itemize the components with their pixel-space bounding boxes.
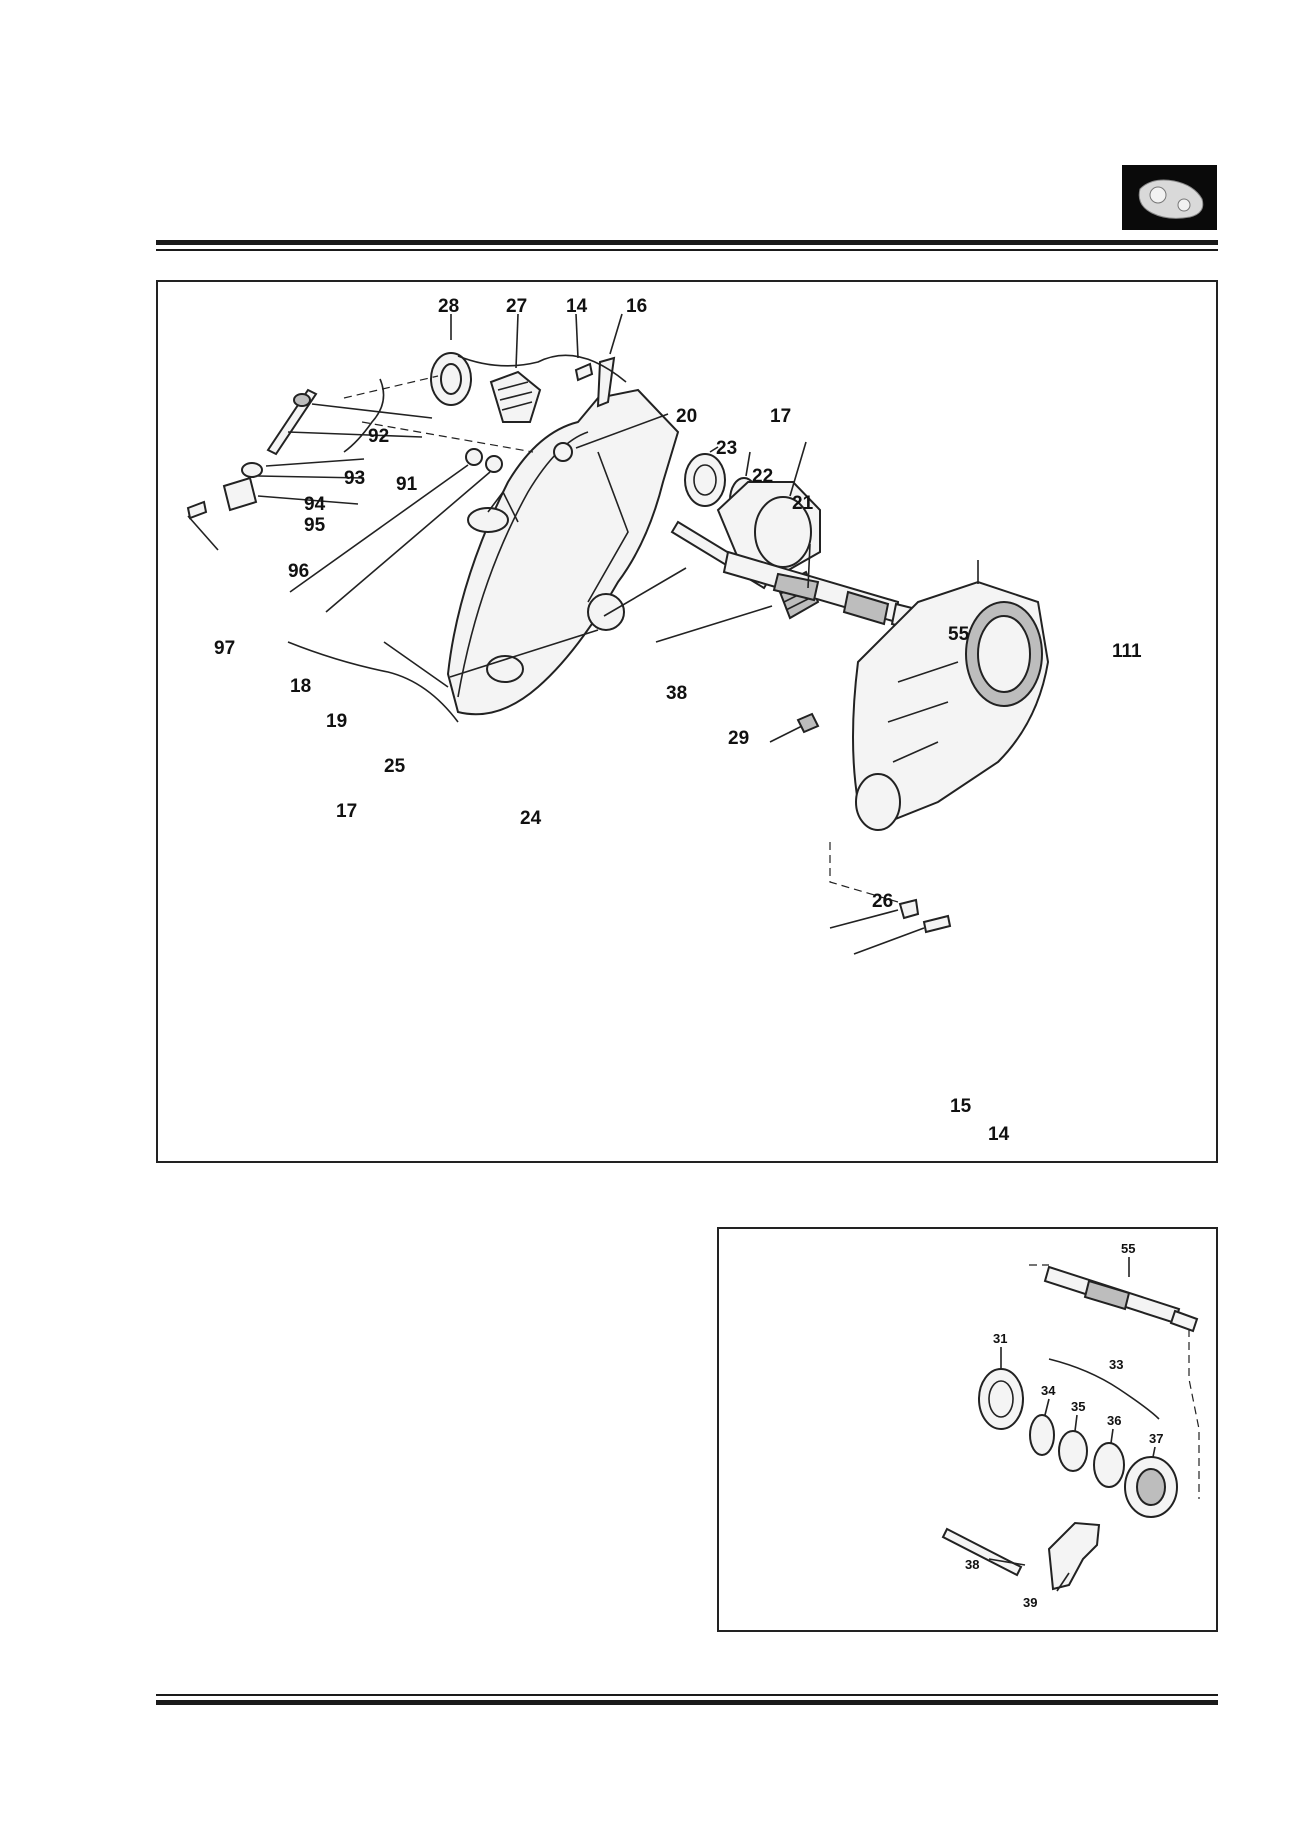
callout-14: 14 (566, 296, 588, 317)
output-shaft-55 (722, 550, 930, 634)
callout-26: 26 (872, 891, 893, 912)
detent-26 (796, 712, 820, 734)
inset-fork-39 (1047, 1521, 1101, 1591)
inset-ring-36 (1093, 1442, 1125, 1488)
callout-14-lower: 14 (988, 1124, 1010, 1145)
front-housing-25 (446, 388, 680, 716)
callout-24: 24 (520, 808, 542, 829)
callout-38: 38 (666, 683, 687, 704)
inset-diagram: 55 31 33 34 35 36 37 38 39 (717, 1227, 1218, 1632)
callout-20: 20 (676, 406, 697, 427)
callout-92: 92 (368, 426, 389, 447)
bearing-23 (684, 453, 726, 507)
inset-callout-36: 36 (1107, 1413, 1121, 1428)
header-rule (156, 240, 1218, 245)
inset-circlip-34 (1029, 1414, 1055, 1456)
nut-20 (553, 442, 573, 462)
callout-22: 22 (752, 466, 773, 487)
callout-94: 94 (304, 494, 326, 515)
dowel-18 (465, 448, 483, 466)
rear-housing-111 (852, 580, 1050, 831)
callout-111: 111 (1112, 641, 1142, 662)
inset-callout-38: 38 (965, 1557, 979, 1572)
callout-97: 97 (214, 638, 235, 659)
dowel-19 (485, 455, 503, 473)
callout-96: 96 (288, 561, 309, 582)
clip-15 (898, 898, 920, 920)
inset-hub-35 (1058, 1430, 1088, 1472)
footer-rule (156, 1700, 1218, 1705)
callout-17-bottom: 17 (336, 801, 357, 822)
inset-callout-37: 37 (1149, 1431, 1163, 1446)
callout-21: 21 (792, 493, 814, 514)
bolt-14 (574, 362, 594, 382)
inset-callout-35: 35 (1071, 1399, 1085, 1414)
inset-callout-39: 39 (1023, 1595, 1037, 1610)
inset-callout-31: 31 (993, 1331, 1007, 1346)
callout-19: 19 (326, 711, 347, 732)
inset-bearing-31 (978, 1368, 1024, 1430)
callout-95: 95 (304, 515, 326, 536)
callout-29: 29 (728, 728, 749, 749)
inset-sleeve-37 (1124, 1456, 1178, 1518)
speedo-gear-27 (489, 370, 542, 423)
callout-25: 25 (384, 756, 406, 777)
footer-rule-thin (156, 1694, 1218, 1696)
inset-callout-33: 33 (1109, 1357, 1123, 1372)
callout-55: 55 (948, 624, 970, 645)
exploded-diagram: 28 27 14 16 20 17 23 22 21 92 93 91 94 9… (156, 280, 1218, 1163)
callout-18: 18 (290, 676, 311, 697)
section-thumbnail-icon (1122, 165, 1217, 230)
bush-24 (587, 593, 625, 631)
callout-23: 23 (716, 438, 737, 459)
callout-17-top: 17 (770, 406, 791, 427)
inset-shaft-38 (941, 1527, 1023, 1577)
inset-callout-34: 34 (1041, 1383, 1056, 1398)
speedo-pinion-assembly (186, 388, 318, 520)
callout-27: 27 (506, 296, 527, 317)
bolt-14b (922, 914, 952, 934)
callout-15: 15 (950, 1096, 972, 1117)
header-rule-thin (156, 249, 1218, 251)
callout-91: 91 (396, 474, 418, 495)
callout-28: 28 (438, 296, 459, 317)
inset-callout-55: 55 (1121, 1241, 1135, 1256)
inset-output-shaft-55 (1043, 1265, 1199, 1333)
callout-93: 93 (344, 468, 365, 489)
callout-16: 16 (626, 296, 647, 317)
